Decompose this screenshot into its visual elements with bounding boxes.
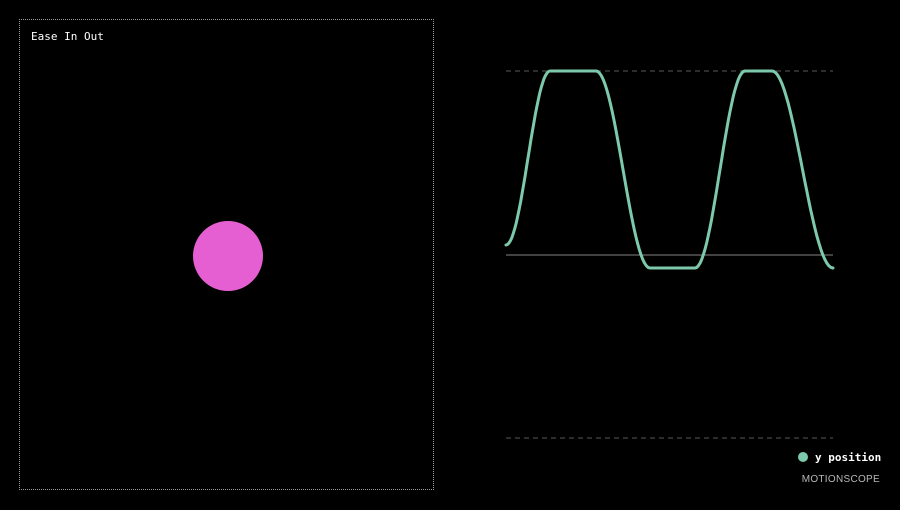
legend-label: y position bbox=[815, 450, 882, 464]
animation-preview-panel: Ease In Out bbox=[19, 19, 434, 490]
animated-ball bbox=[193, 221, 263, 291]
position-graph bbox=[504, 69, 835, 439]
easing-title: Ease In Out bbox=[31, 30, 104, 43]
legend-swatch bbox=[798, 452, 808, 462]
graph-legend: y position bbox=[798, 450, 881, 464]
brand-wordmark: MOTIONSCOPE bbox=[801, 474, 880, 485]
y-position-curve bbox=[504, 69, 835, 270]
